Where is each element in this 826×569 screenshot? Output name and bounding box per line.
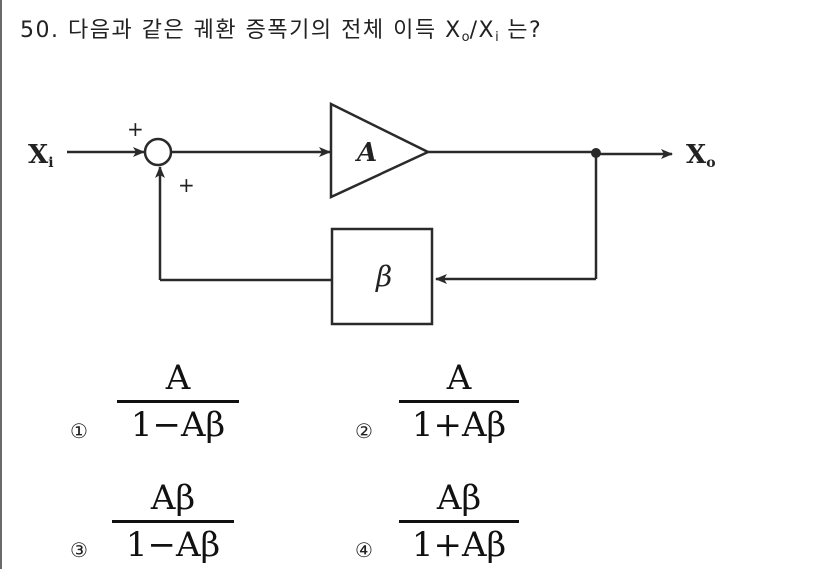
pickoff-node [591,148,601,158]
choice-2-denominator: 1+Aβ [411,405,507,445]
choice-1-denominator: 1−Aβ [130,405,226,445]
feedback-block [330,227,434,326]
svg-text:A: A [354,138,377,168]
svg-text:+: + [178,173,195,197]
choice-1-formula[interactable]: A 1−Aβ [117,358,239,445]
choice-3-formula[interactable]: Aβ 1−Aβ [112,478,234,565]
amplifier-triangle [329,101,431,199]
choice-2-numerator: A [446,358,472,398]
svg-text:Xo: Xo [686,140,716,171]
feedback-amplifier-diagram: Xi + + A β Xo [28,101,716,326]
fraction-bar [399,400,519,403]
choice-1-marker[interactable]: ① [70,419,88,443]
choice-3-marker[interactable]: ③ [70,538,88,562]
choice-4-numerator: Aβ [436,478,482,518]
summing-junction [143,137,173,167]
question-number: 50. [20,18,60,43]
svg-text:Xi: Xi [28,140,54,171]
choice-2-marker[interactable]: ② [355,419,373,443]
question-suffix: 는? [507,18,543,43]
gain-expression: Xo/Xi [445,18,499,45]
choice-2-formula[interactable]: A 1+Aβ [399,358,519,445]
choice-4-formula[interactable]: Aβ 1+Aβ [399,478,519,565]
fraction-bar [399,520,519,523]
page-left-border [0,0,2,569]
choice-3-numerator: Aβ [150,478,196,518]
choice-1-numerator: A [165,358,191,398]
svg-text:β: β [375,260,392,293]
choice-3-denominator: 1−Aβ [125,525,221,565]
fraction-bar [112,520,234,523]
fraction-bar [117,400,239,403]
question-body: 다음과 같은 궤환 증폭기의 전체 이득 [68,18,437,43]
svg-text:+: + [127,117,144,141]
choice-4-marker[interactable]: ④ [355,538,373,562]
question-text: 50. 다음과 같은 궤환 증폭기의 전체 이득 Xo/Xi 는? [20,12,542,45]
choice-4-denominator: 1+Aβ [411,525,507,565]
